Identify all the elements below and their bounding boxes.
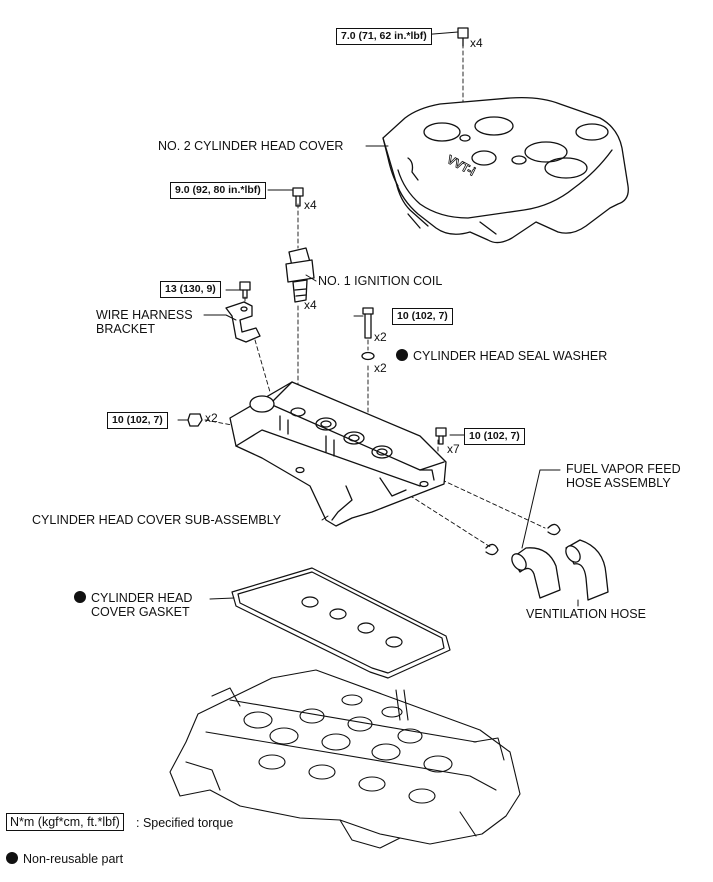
- legend-torque-description: : Specified torque: [136, 816, 234, 830]
- nonreusable-mark: [74, 591, 86, 603]
- label-no1-ignition-coil: NO. 1 IGNITION COIL: [318, 274, 443, 288]
- qty-cover2-bolt: x4: [470, 36, 483, 50]
- label-wire-harness-bracket: WIRE HARNESS BRACKET: [96, 308, 202, 336]
- left-nut-drawing: [187, 413, 203, 427]
- torque-box-cover2-bolt: 7.0 (71, 62 in.*lbf): [336, 28, 432, 45]
- legend-torque-unit-box: N*m (kgf*cm, ft.*lbf): [6, 813, 124, 831]
- label-cylinder-head-cover-gasket: CYLINDER HEAD COVER GASKET: [74, 591, 192, 619]
- cylinder-head-drawing: [169, 669, 521, 849]
- nonreusable-mark: [396, 349, 408, 361]
- label-cylinder-head-cover-subassembly: CYLINDER HEAD COVER SUB-ASSEMBLY: [32, 513, 282, 527]
- legend-nonreusable: Non-reusable part: [6, 851, 123, 867]
- label-no2-cylinder-head-cover: NO. 2 CYLINDER HEAD COVER: [158, 139, 344, 153]
- qty-bolt-right: x7: [447, 442, 460, 456]
- torque-box-nut-left: 10 (102, 7): [107, 412, 168, 429]
- seal-washer-drawing: [361, 351, 375, 361]
- qty-coil-bolt: x4: [304, 198, 317, 212]
- label-wire-harness-bracket-line2: BRACKET: [96, 322, 156, 336]
- torque-box-bracket-bolt: 13 (130, 9): [160, 281, 221, 298]
- label-cylinder-head-seal-washer: CYLINDER HEAD SEAL WASHER: [396, 349, 607, 363]
- ventilation-hose-drawing: [565, 539, 609, 601]
- label-ventilation-hose: VENTILATION HOSE: [526, 607, 646, 621]
- torque-box-stud-right: 10 (102, 7): [392, 308, 453, 325]
- label-gasket-line1: CYLINDER HEAD: [91, 591, 193, 605]
- label-seal-washer-text: CYLINDER HEAD SEAL WASHER: [413, 349, 608, 363]
- label-fuel-vapor-feed-hose: FUEL VAPOR FEED HOSE ASSEMBLY: [566, 462, 681, 490]
- fuel-vapor-feed-hose-drawing: [511, 547, 561, 599]
- ignition-coil-drawing: [285, 247, 315, 303]
- coil-bolt-drawing: [292, 187, 304, 207]
- hose-clip-drawing: [485, 523, 561, 556]
- label-fuel-vapor-line2: HOSE ASSEMBLY: [566, 476, 671, 490]
- qty-nut-left: x2: [205, 411, 218, 425]
- legend-nonreusable-text: Non-reusable part: [23, 852, 124, 866]
- qty-washer: x2: [374, 361, 387, 375]
- torque-box-coil-bolt: 9.0 (92, 80 in.*lbf): [170, 182, 266, 199]
- label-wire-harness-bracket-line1: WIRE HARNESS: [96, 308, 193, 322]
- stud-bolt-drawing: [362, 307, 374, 339]
- bracket-bolt-drawing: [239, 281, 251, 299]
- label-fuel-vapor-line1: FUEL VAPOR FEED: [566, 462, 681, 476]
- cylinder-head-cover-subassembly-drawing: [229, 381, 447, 527]
- cover2-bolt-drawing: [457, 27, 469, 47]
- right-bolt-drawing: [435, 427, 447, 445]
- legend-nonreusable-mark: [6, 852, 18, 864]
- qty-stud: x2: [374, 330, 387, 344]
- qty-coil: x4: [304, 298, 317, 312]
- label-gasket-line2: COVER GASKET: [91, 605, 190, 619]
- cylinder-head-cover-gasket-drawing: [231, 567, 451, 679]
- wire-harness-bracket-drawing: [225, 301, 261, 343]
- torque-box-bolt-right: 10 (102, 7): [464, 428, 525, 445]
- no2-cylinder-head-cover-drawing: [382, 96, 629, 244]
